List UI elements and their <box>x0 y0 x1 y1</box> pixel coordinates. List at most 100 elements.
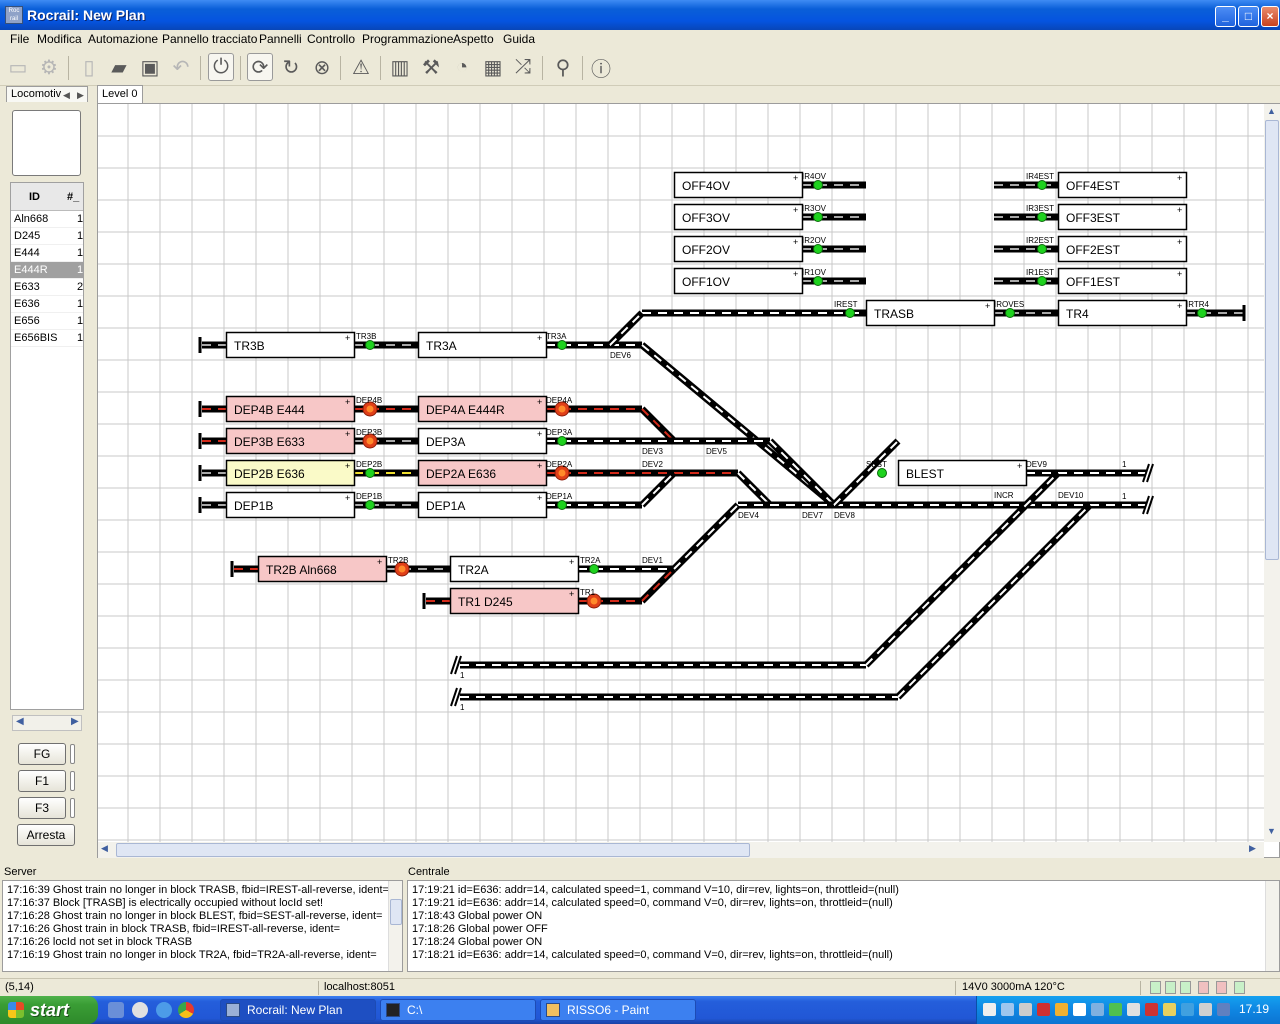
tray-icon-9[interactable] <box>1127 1003 1140 1016</box>
block-dep1b[interactable] <box>225 491 356 519</box>
column-addr[interactable]: #_ <box>67 191 80 203</box>
block-tr1[interactable] <box>449 587 580 615</box>
central-log[interactable]: 17:19:21 id=E636: addr=14, calculated sp… <box>407 880 1280 972</box>
track-segment[interactable] <box>767 438 837 508</box>
scroll-down-icon[interactable]: ▼ <box>1267 826 1276 836</box>
menu-guida[interactable]: Guida <box>503 32 536 46</box>
quicklaunch-ie-icon[interactable] <box>156 1002 172 1018</box>
info-icon[interactable]: ⓘ <box>591 58 611 81</box>
block-off1est[interactable] <box>1057 267 1188 295</box>
task-paint[interactable]: RISSO6 - Paint <box>540 999 696 1021</box>
f3-slider[interactable] <box>70 798 75 818</box>
tab-right-arrow-icon[interactable]: ▶ <box>77 90 84 100</box>
block-dep1a[interactable] <box>417 491 548 519</box>
tray-icon-5[interactable] <box>1055 1003 1068 1016</box>
stop-button[interactable]: Arresta <box>17 824 75 846</box>
block-blest[interactable] <box>897 459 1028 487</box>
server-log[interactable]: 17:16:39 Ghost train no longer in block … <box>2 880 403 972</box>
sensor-indicator[interactable] <box>845 308 855 318</box>
task-rocrail[interactable]: Rocrail: New Plan <box>220 999 376 1021</box>
task-console[interactable]: C:\ <box>380 999 536 1021</box>
tray-icon-1[interactable] <box>983 1003 996 1016</box>
search-icon[interactable]: ⚲ <box>555 56 571 79</box>
tab-level-0[interactable]: Level 0 <box>97 85 143 103</box>
power-icon[interactable]: ⏻ <box>208 53 234 81</box>
block-off3ov[interactable] <box>673 203 804 231</box>
scroll-right-icon[interactable]: ▶ <box>71 716 79 727</box>
sensor-indicator[interactable] <box>1197 308 1207 318</box>
column-id[interactable]: ID <box>29 191 40 203</box>
minimize-button[interactable]: _ <box>1215 6 1236 27</box>
locomotive-icon[interactable]: ▥ <box>390 56 410 79</box>
sensor-indicator[interactable] <box>365 500 375 510</box>
sensor-indicator[interactable] <box>557 436 567 446</box>
maximize-button[interactable]: □ <box>1238 6 1259 27</box>
menu-programmazione[interactable]: Programmazione <box>362 32 454 46</box>
warning-icon[interactable]: ⚠ <box>352 56 370 79</box>
shuffle-icon[interactable]: ⤮ <box>515 55 531 78</box>
block-dep4a[interactable] <box>417 395 548 423</box>
tray-icon-4[interactable] <box>1037 1003 1050 1016</box>
server-log-scroll-thumb[interactable] <box>390 899 402 925</box>
tray-icon-8[interactable] <box>1109 1003 1122 1016</box>
plan-vscroll[interactable]: ▲ ▼ <box>1264 104 1280 842</box>
block-off4ov[interactable] <box>673 171 804 199</box>
sensor-indicator[interactable] <box>1037 180 1047 190</box>
sensor-indicator[interactable] <box>365 340 375 350</box>
f1-slider[interactable] <box>70 771 75 791</box>
plan-hscroll[interactable]: ◀ ▶ <box>98 842 1264 858</box>
track-plan[interactable]: OFF4OV+OFF3OV+OFF2OV+OFF1OV+OFF4EST+OFF3… <box>97 103 1280 858</box>
track-segment[interactable] <box>671 502 741 572</box>
tray-icon-6[interactable] <box>1073 1003 1086 1016</box>
sensor-indicator[interactable] <box>589 564 599 574</box>
tray-icon-11[interactable] <box>1163 1003 1176 1016</box>
tray-icon-3[interactable] <box>1019 1003 1032 1016</box>
switch-tool-icon[interactable]: ⚒ <box>422 56 440 79</box>
block-dep3b[interactable] <box>225 427 356 455</box>
block-tr2b[interactable] <box>257 555 388 583</box>
quicklaunch-explorer-icon[interactable] <box>108 1002 124 1018</box>
go-icon[interactable]: ↻ <box>282 56 300 79</box>
block-off2est[interactable] <box>1057 235 1188 263</box>
menu-controllo[interactable]: Controllo <box>307 32 356 46</box>
sensor-indicator[interactable] <box>813 244 823 254</box>
track-plan-canvas[interactable]: OFF4OV+OFF3OV+OFF2OV+OFF1OV+OFF4EST+OFF3… <box>98 104 1280 858</box>
scroll-right-icon[interactable]: ▶ <box>1249 843 1256 853</box>
menu-aspetto[interactable]: Aspetto <box>453 32 494 46</box>
block-dep3a[interactable] <box>417 427 548 455</box>
auto-mode-icon[interactable]: ⟳ <box>247 53 273 81</box>
tab-left-arrow-icon[interactable]: ◀ <box>63 90 70 100</box>
sensor-indicator[interactable] <box>813 212 823 222</box>
tray-icon-7[interactable] <box>1091 1003 1104 1016</box>
undo-icon[interactable]: ↶ <box>172 56 190 79</box>
sensor-indicator[interactable] <box>1037 276 1047 286</box>
gauge-icon[interactable]: ◔ <box>455 55 469 78</box>
server-log-scrollbar[interactable] <box>388 881 402 971</box>
scroll-left-icon[interactable]: ◀ <box>16 716 24 727</box>
open-folder-icon[interactable]: ▰ <box>111 56 127 79</box>
new-file-icon[interactable]: ▯ <box>83 56 95 79</box>
start-button[interactable]: start <box>0 996 98 1024</box>
settings-gear-icon[interactable]: ⚙ <box>40 56 58 79</box>
block-tr3b[interactable] <box>225 331 356 359</box>
tray-icon-2[interactable] <box>1001 1003 1014 1016</box>
route-icon[interactable]: ▦ <box>483 56 503 79</box>
tray-icon-10[interactable] <box>1145 1003 1158 1016</box>
sensor-indicator[interactable] <box>813 180 823 190</box>
block-off4est[interactable] <box>1057 171 1188 199</box>
sensor-indicator[interactable] <box>1037 212 1047 222</box>
block-tr3a[interactable] <box>417 331 548 359</box>
quicklaunch-media-icon[interactable] <box>132 1002 148 1018</box>
sensor-indicator[interactable] <box>557 500 567 510</box>
block-tr4[interactable] <box>1057 299 1188 327</box>
tab-locomotives[interactable]: Locomotiv ◀ ▶ <box>6 86 88 102</box>
save-icon[interactable]: ▣ <box>140 56 160 79</box>
